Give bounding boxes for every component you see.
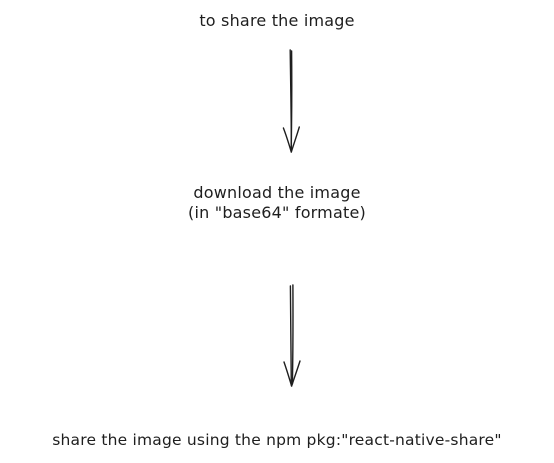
- arrow-step-1-to-step-2: [282, 49, 300, 153]
- step-share-with-react-native-share: share the image using the npm pkg:"react…: [0, 430, 554, 450]
- step-to-share-the-image: to share the image: [0, 11, 554, 31]
- arrow-head-right: [290, 126, 300, 153]
- step-label: share the image using the npm pkg:"react…: [52, 431, 502, 449]
- arrow-head-left: [283, 361, 293, 387]
- arrow-step-2-to-step-3: [283, 284, 301, 387]
- arrow-shaft-trace: [291, 284, 294, 385]
- arrow-head-right: [290, 360, 301, 387]
- step-label-line-2: (in "base64" formate): [188, 203, 366, 222]
- step-label: to share the image: [199, 11, 355, 30]
- arrow-head-left: [282, 127, 292, 153]
- arrow-shaft: [289, 49, 293, 152]
- arrow-shaft-trace: [290, 50, 293, 149]
- step-label-line-1: download the image: [193, 183, 361, 202]
- arrow-shaft: [289, 285, 292, 386]
- step-download-the-image: download the image (in "base64" formate): [0, 183, 554, 223]
